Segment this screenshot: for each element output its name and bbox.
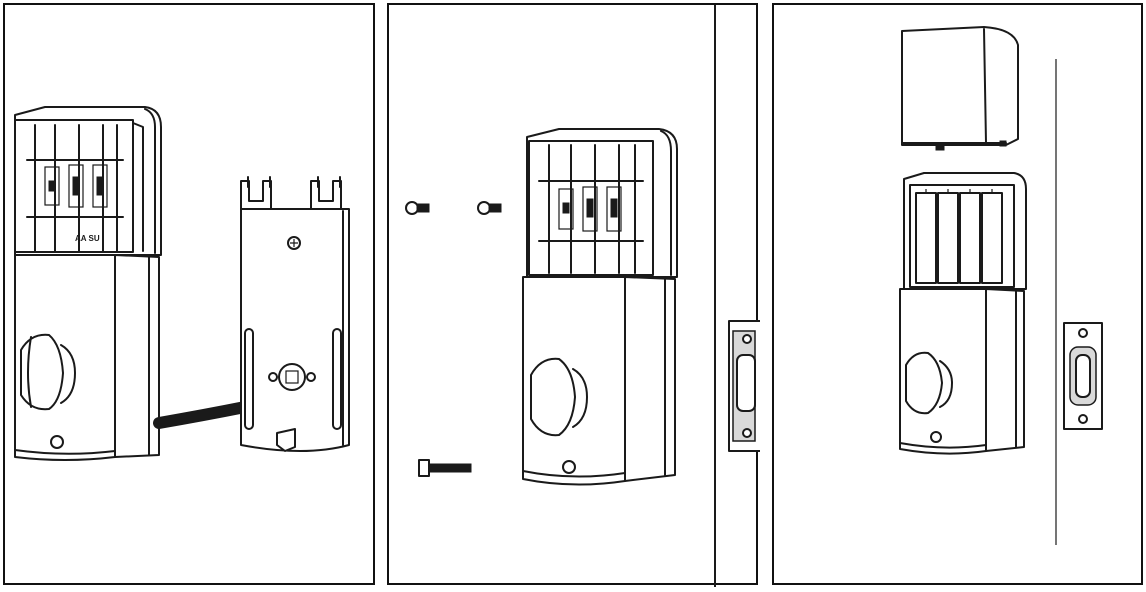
battery-label: AA SU	[75, 234, 100, 243]
battery-cage	[538, 144, 644, 274]
step-2-illustration	[405, 5, 760, 587]
battery-cage	[26, 124, 124, 252]
step-3-panel	[772, 3, 1143, 585]
interior-lock-assembly	[899, 172, 1027, 455]
interior-lock-assembly	[522, 128, 678, 486]
long-bolt-icon	[418, 459, 472, 477]
keyhole-circle	[50, 435, 64, 449]
battery-cover	[901, 26, 1019, 151]
plate-body	[240, 208, 350, 452]
thumb-turn	[530, 357, 576, 437]
step-3-illustration	[899, 26, 1103, 545]
screw-icon	[477, 201, 502, 215]
thumb-turn	[905, 351, 943, 415]
mounting-plate	[240, 176, 350, 452]
step-2-panel	[387, 3, 760, 587]
thumb-turn	[20, 333, 64, 411]
screw-icon	[405, 201, 430, 215]
step-1-panel: AA SU	[3, 3, 375, 585]
keyhole-circle	[562, 460, 576, 474]
interior-lock-assembly: AA SU	[14, 106, 162, 461]
battery-icon	[915, 189, 1003, 284]
spindle-hole	[278, 363, 306, 391]
step-1-illustration: AA SU	[14, 106, 350, 461]
strike-plate	[728, 320, 760, 452]
keyhole-circle	[930, 431, 942, 443]
strike-plate	[1063, 322, 1103, 430]
